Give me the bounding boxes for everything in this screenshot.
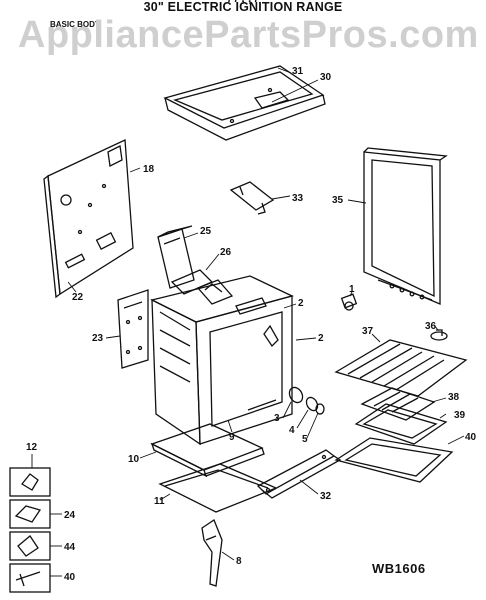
- part-switch-knob: [340, 293, 448, 341]
- part-bottom-plate: [150, 423, 265, 478]
- part-oven-rack: [334, 339, 468, 397]
- callout-22: 22: [72, 292, 84, 303]
- callout-2a: 2: [298, 298, 304, 309]
- callout-24: 24: [64, 510, 76, 521]
- callout-26: 26: [220, 247, 232, 258]
- part-leveler-leg: [201, 519, 223, 587]
- callout-36: 36: [425, 321, 437, 332]
- callout-8: 8: [236, 556, 242, 567]
- diagram-subtitle: BASIC BODY: [50, 20, 101, 29]
- part-drawer-panel: [334, 437, 454, 483]
- drawing-number: WB1606: [372, 561, 426, 576]
- callout-33: 33: [292, 193, 304, 204]
- callout-18: 18: [143, 164, 155, 175]
- callout-40b: 40: [64, 572, 76, 583]
- watermark: AppliancePartsPros.com: [18, 14, 479, 56]
- part-bracket: [229, 181, 275, 215]
- callout-30: 30: [320, 72, 332, 83]
- part-side-panel: [363, 147, 448, 305]
- header-top-fragment: / / , , /: [0, 0, 486, 5]
- callout-1: 1: [349, 284, 355, 295]
- callout-44: 44: [64, 542, 76, 553]
- callout-31: 31: [292, 66, 304, 77]
- callout-9: 9: [229, 432, 235, 443]
- callout-25: 25: [200, 226, 212, 237]
- part-broiler-pan: [360, 387, 436, 421]
- callout-40: 40: [465, 432, 477, 443]
- part-cooktop-top: [163, 65, 326, 141]
- callout-5: 5: [302, 434, 308, 445]
- callout-11: 11: [154, 496, 165, 507]
- part-broiler-drawer: [354, 403, 448, 445]
- callout-2b: 2: [318, 333, 324, 344]
- callout-39: 39: [454, 410, 466, 421]
- part-left-side-panel: [117, 289, 149, 369]
- callout-10: 10: [128, 454, 140, 465]
- callout-35: 35: [332, 195, 344, 206]
- callout-38: 38: [448, 392, 460, 403]
- callout-3: 3: [274, 413, 280, 424]
- part-rear-panel: [43, 139, 134, 299]
- part-toe-kick: [256, 449, 342, 499]
- callout-32: 32: [320, 491, 332, 502]
- callout-4: 4: [289, 425, 295, 436]
- callout-37: 37: [362, 326, 374, 337]
- callout-12: 12: [26, 442, 38, 453]
- callout-23: 23: [92, 333, 104, 344]
- part-oven-vent: [157, 225, 234, 305]
- diagram-title: 30" ELECTRIC IGNITION RANGE: [143, 0, 343, 14]
- part-burner-knobs: [288, 386, 325, 415]
- part-screw-kit: [9, 467, 51, 593]
- part-oven-body: [150, 275, 294, 446]
